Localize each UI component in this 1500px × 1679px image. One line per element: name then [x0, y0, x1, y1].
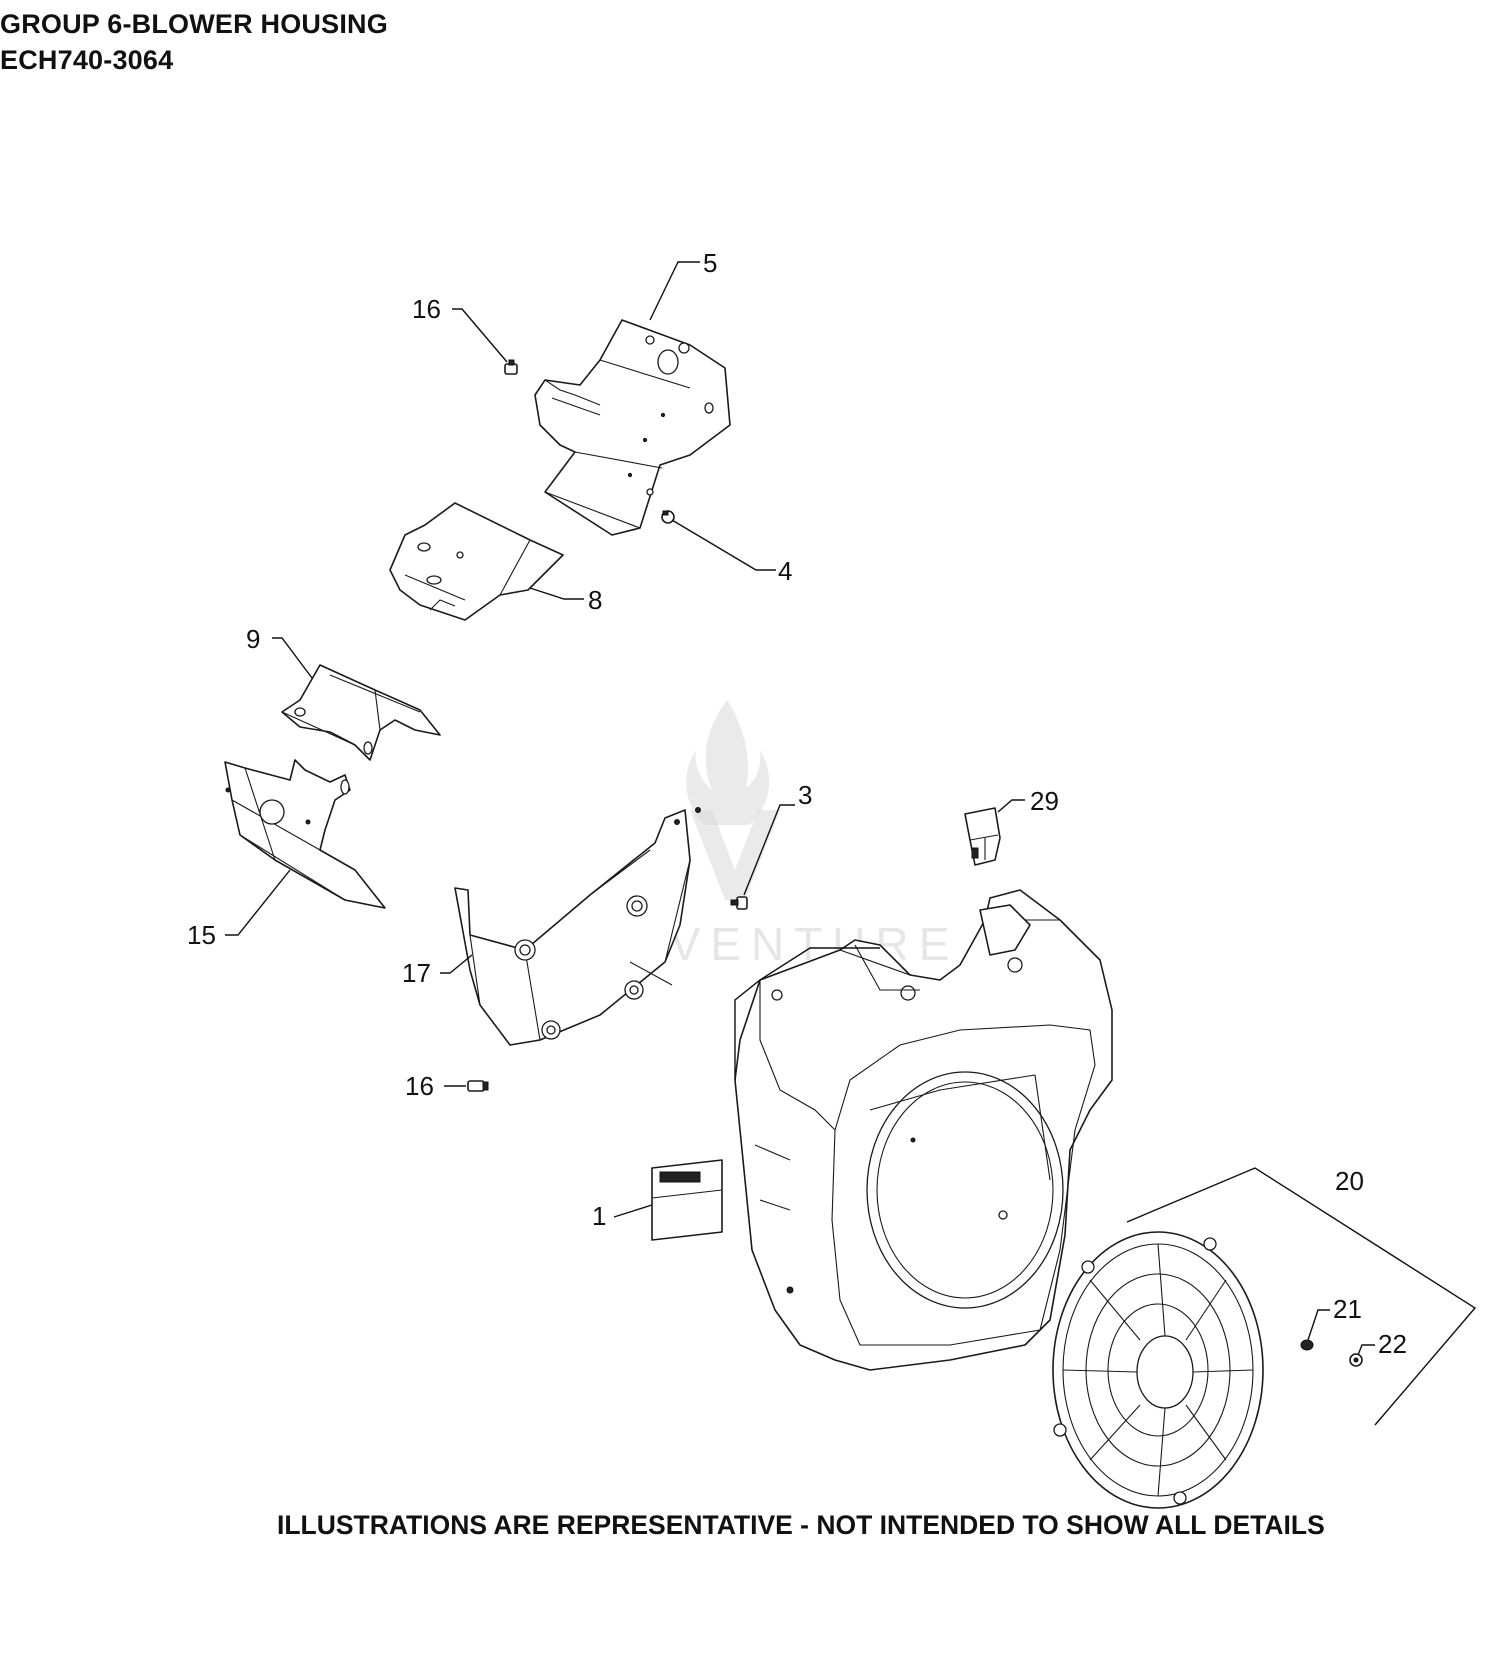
part-29-clip — [964, 807, 1001, 866]
callout-16-bottom: 16 — [405, 1071, 434, 1101]
callout-22: 22 — [1378, 1329, 1407, 1359]
callout-4: 4 — [778, 556, 792, 586]
blower-housing — [734, 889, 1113, 1371]
part-8-baffle — [389, 502, 564, 621]
diagram-title: GROUP 6-BLOWER HOUSING — [0, 9, 388, 39]
watermark-flame-icon — [686, 700, 770, 825]
part-4-screw — [661, 510, 675, 524]
callout-8: 8 — [588, 585, 602, 615]
callout-9: 9 — [246, 624, 260, 654]
callout-29: 29 — [1030, 786, 1059, 816]
part-9-bracket — [281, 664, 441, 761]
disclaimer-note: ILLUSTRATIONS ARE REPRESENTATIVE - NOT I… — [277, 1510, 1325, 1540]
callout-20: 20 — [1335, 1166, 1364, 1196]
part-16-bolt-bottom — [467, 1080, 489, 1092]
part-5-shroud — [534, 319, 731, 536]
part-1-decal — [651, 1159, 723, 1241]
callout-21: 21 — [1333, 1294, 1362, 1324]
part-22-screw — [1349, 1353, 1363, 1367]
callout-16-top: 16 — [412, 294, 441, 324]
callout-17: 17 — [402, 958, 431, 988]
callout-5: 5 — [703, 248, 717, 278]
part-15-side-shroud — [224, 759, 386, 909]
watermark-v-icon — [690, 810, 780, 900]
callout-3: 3 — [798, 780, 812, 810]
part-3-screw — [730, 896, 748, 910]
part-16-bolt-top — [504, 359, 518, 375]
diagram-header: GROUP 6-BLOWER HOUSING ECH740-3064 — [0, 6, 388, 78]
leader-lines — [225, 261, 1375, 1356]
part-20-grille — [1052, 1167, 1477, 1509]
part-17-inner-baffle — [454, 807, 701, 1046]
callout-15: 15 — [187, 920, 216, 950]
model-number: ECH740-3064 — [0, 45, 174, 75]
part-21-rivet — [1300, 1339, 1314, 1351]
callouts: 5 16 4 8 9 3 29 15 17 16 1 20 21 22 — [187, 248, 1407, 1359]
callout-1: 1 — [592, 1201, 606, 1231]
